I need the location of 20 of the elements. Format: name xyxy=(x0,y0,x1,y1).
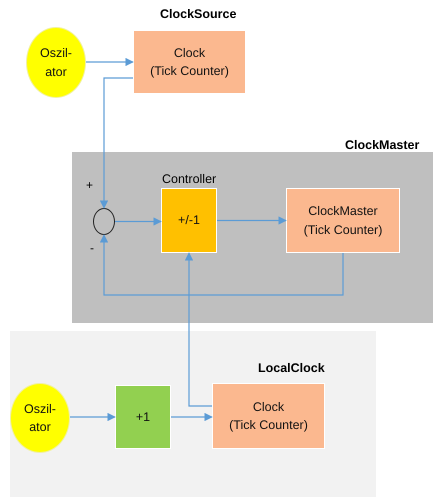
block-title: LocalClock xyxy=(258,361,325,375)
arrow xyxy=(100,234,344,296)
sign-label: - xyxy=(90,241,94,255)
arrow xyxy=(115,217,162,226)
process-box: Clock (Tick Counter) xyxy=(212,383,325,449)
block-title: Controller xyxy=(162,172,216,186)
process-box: +/-1 xyxy=(161,188,217,253)
arrow xyxy=(70,412,116,422)
arrow xyxy=(100,77,133,209)
oscillator-ellipse: Oszil- ator xyxy=(26,27,86,98)
group-title: ClockMaster xyxy=(345,138,420,152)
arrow xyxy=(184,252,212,407)
block-title: ClockSource xyxy=(160,7,236,21)
arrow xyxy=(86,58,134,66)
arrow xyxy=(217,216,287,225)
sign-label: + xyxy=(86,178,94,192)
process-box: ClockMaster (Tick Counter) xyxy=(286,188,400,253)
process-box: Clock (Tick Counter) xyxy=(133,30,246,94)
process-box: +1 xyxy=(115,385,171,449)
arrow xyxy=(171,412,213,422)
